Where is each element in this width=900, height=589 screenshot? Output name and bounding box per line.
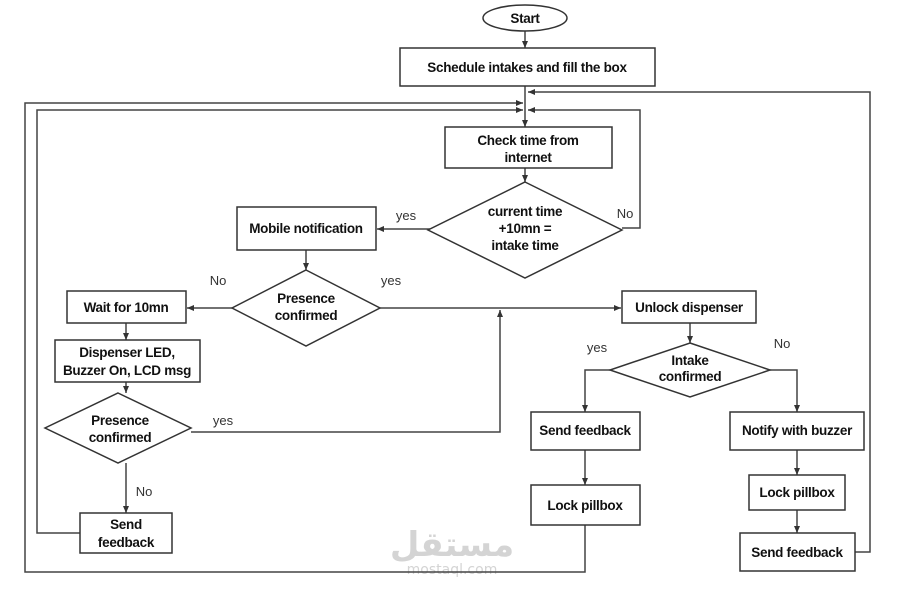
svg-text:Unlock dispenser: Unlock dispenser: [635, 300, 744, 315]
schedule-node: Schedule intakes and fill the box: [399, 47, 656, 87]
svg-text:Buzzer On, LCD msg: Buzzer On, LCD msg: [63, 363, 191, 378]
svg-text:Send: Send: [110, 517, 142, 532]
label-time-yes: yes: [396, 208, 417, 223]
check-time-node: Check time from internet: [444, 126, 613, 169]
svg-text:intake time: intake time: [491, 238, 559, 253]
svg-text:mostaql.com: mostaql.com: [407, 562, 498, 578]
lock-right-node: Lock pillbox: [748, 474, 846, 511]
svg-text:Intake: Intake: [671, 353, 709, 368]
svg-text:Lock pillbox: Lock pillbox: [547, 498, 623, 513]
svg-text:Presence: Presence: [91, 413, 149, 428]
svg-text:Presence: Presence: [277, 291, 335, 306]
svg-text:Start: Start: [510, 11, 540, 26]
svg-text:Notify with buzzer: Notify with buzzer: [742, 423, 853, 438]
send-feedback-mid-node: Send feedback: [530, 411, 641, 451]
label-intake-yes: yes: [587, 340, 608, 355]
arrow-presence2-yes: [191, 310, 503, 433]
notify-buzzer-node: Notify with buzzer: [729, 411, 865, 451]
svg-text:feedback: feedback: [98, 535, 155, 550]
svg-text:+10mn =: +10mn =: [499, 221, 552, 236]
loop-left-feedback: [36, 107, 523, 534]
send-feedback-right-node: Send feedback: [739, 532, 856, 572]
branch-labels: yes No No yes yes No yes No: [136, 206, 791, 499]
arrow-intake-no: [770, 369, 800, 412]
svg-text:confirmed: confirmed: [275, 308, 338, 323]
unlock-node: Unlock dispenser: [621, 290, 757, 324]
svg-text:Check time from: Check time from: [477, 133, 579, 148]
time-decision-node: current time +10mn = intake time: [426, 181, 624, 279]
loop-time-no: [528, 107, 641, 229]
svg-text:Mobile notification: Mobile notification: [249, 221, 363, 236]
label-presence1-yes: yes: [381, 273, 402, 288]
svg-text:internet: internet: [504, 150, 552, 165]
loop-right-feedback: [528, 89, 871, 553]
svg-text:Lock pillbox: Lock pillbox: [759, 485, 835, 500]
loop-mid-lock: [24, 100, 586, 573]
lock-mid-node: Lock pillbox: [530, 484, 641, 526]
svg-text:confirmed: confirmed: [89, 430, 152, 445]
svg-text:Send feedback: Send feedback: [751, 545, 843, 560]
svg-text:Dispenser LED,: Dispenser LED,: [79, 345, 175, 360]
presence2-node: Presence confirmed: [43, 392, 193, 464]
svg-text:current time: current time: [488, 204, 563, 219]
intake-decision-node: Intake confirmed: [607, 342, 773, 398]
label-presence2-no: No: [136, 484, 153, 499]
connectors: [24, 31, 871, 573]
watermark: مستقل mostaql.com: [390, 525, 514, 578]
label-intake-no: No: [774, 336, 791, 351]
svg-text:confirmed: confirmed: [659, 369, 722, 384]
label-presence2-yes: yes: [213, 413, 234, 428]
label-presence1-no: No: [210, 273, 227, 288]
mobile-notification-node: Mobile notification: [236, 206, 377, 251]
svg-text:Send feedback: Send feedback: [539, 423, 631, 438]
presence1-node: Presence confirmed: [230, 269, 382, 347]
svg-text:Schedule intakes and fill the: Schedule intakes and fill the box: [427, 60, 627, 75]
send-feedback-left-node: Send feedback: [79, 512, 173, 554]
start-node: Start: [482, 4, 568, 32]
svg-text:Wait for 10mn: Wait for 10mn: [84, 300, 169, 315]
wait-node: Wait for 10mn: [66, 290, 187, 324]
arrow-intake-yes: [582, 369, 610, 412]
label-time-no: No: [617, 206, 634, 221]
dispenser-led-node: Dispenser LED, Buzzer On, LCD msg: [54, 339, 201, 383]
svg-text:مستقل: مستقل: [390, 525, 514, 565]
